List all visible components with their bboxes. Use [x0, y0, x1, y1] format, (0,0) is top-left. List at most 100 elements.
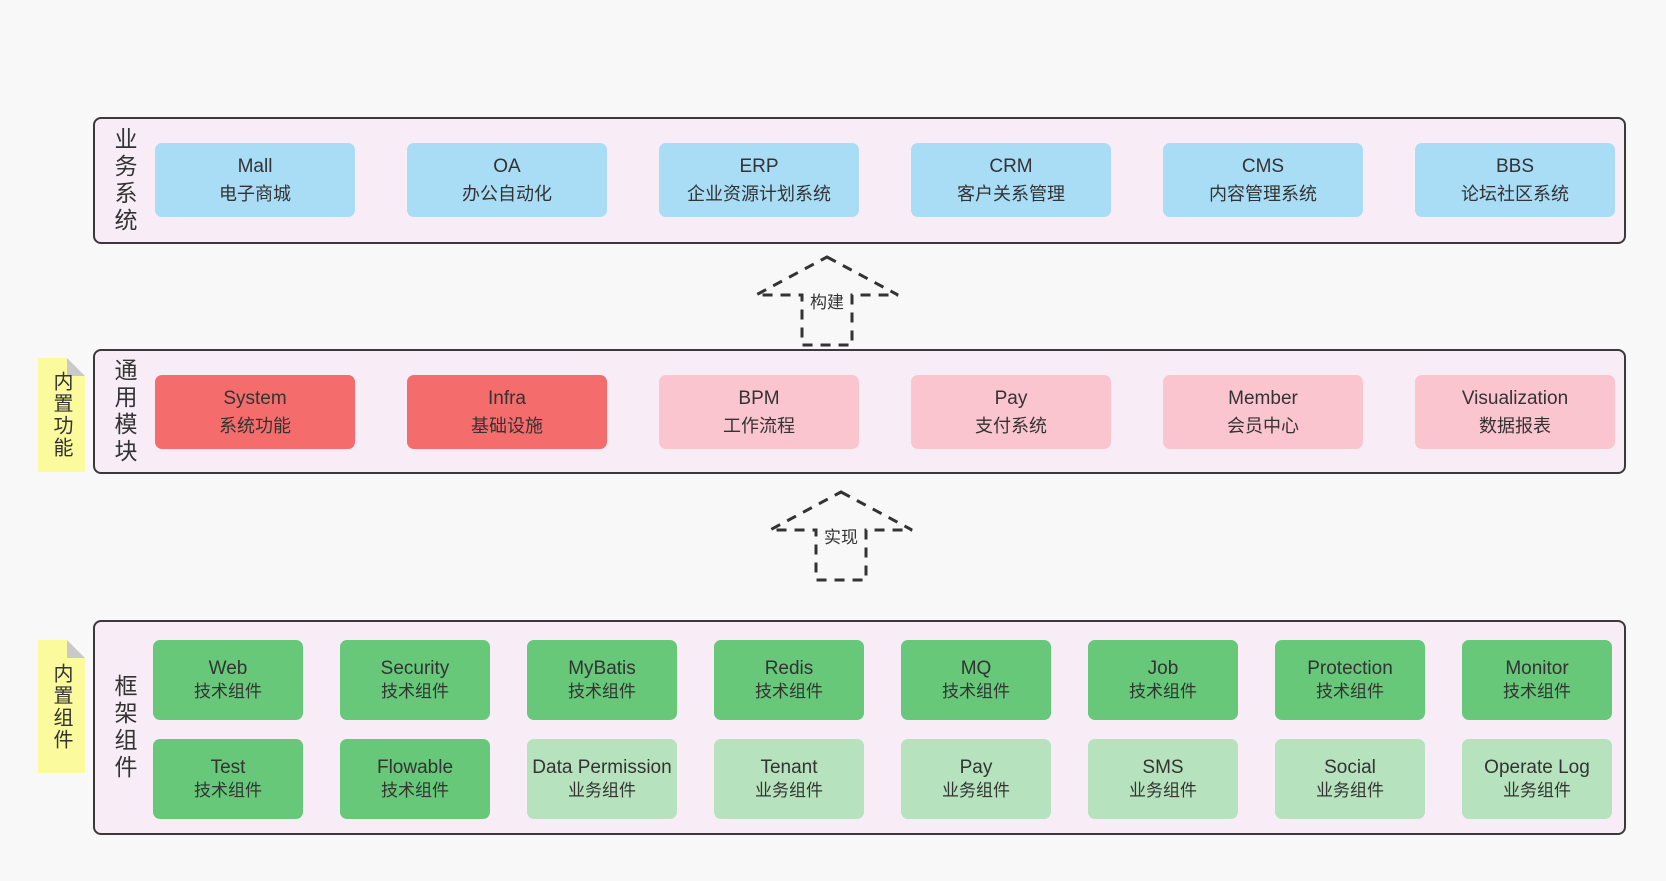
box-sms: SMS 业务组件 — [1088, 739, 1238, 819]
box-name: CMS — [1241, 156, 1285, 178]
box-name: CRM — [989, 156, 1033, 178]
panel-business-systems: 业务系统 Mall 电子商城 OA 办公自动化 ERP 企业资源计划系统 CRM… — [93, 117, 1626, 244]
box-desc: 业务组件 — [1316, 781, 1384, 801]
arrow-implement-label: 实现 — [819, 522, 863, 549]
box-bbs: BBS 论坛社区系统 — [1415, 143, 1615, 217]
box-pay-component: Pay 业务组件 — [901, 739, 1051, 819]
box-name: Pay — [959, 756, 993, 778]
box-oa: OA 办公自动化 — [407, 143, 607, 217]
panel-common-modules: 通用模块 System 系统功能 Infra 基础设施 BPM 工作流程 Pay… — [93, 349, 1626, 474]
box-name: BBS — [1495, 156, 1535, 178]
box-name: MQ — [960, 657, 992, 679]
box-desc: 技术组件 — [194, 682, 262, 702]
box-system: System 系统功能 — [155, 375, 355, 449]
box-protection: Protection 技术组件 — [1275, 640, 1425, 720]
box-desc: 业务组件 — [942, 781, 1010, 801]
box-redis: Redis 技术组件 — [714, 640, 864, 720]
dashed-up-arrow-icon — [755, 255, 899, 347]
box-flowable: Flowable 技术组件 — [340, 739, 490, 819]
panel-business-label: 业务系统 — [111, 126, 137, 235]
box-desc: 业务组件 — [1503, 781, 1571, 801]
box-desc: 技术组件 — [1503, 682, 1571, 702]
box-operate-log: Operate Log 业务组件 — [1462, 739, 1612, 819]
box-name: MyBatis — [568, 657, 636, 679]
box-pay-module: Pay 支付系统 — [911, 375, 1111, 449]
box-desc: 技术组件 — [1129, 682, 1197, 702]
box-name: Tenant — [760, 756, 818, 778]
box-name: Web — [208, 657, 248, 679]
box-name: SMS — [1142, 756, 1184, 778]
box-name: Test — [210, 756, 246, 778]
box-social: Social 业务组件 — [1275, 739, 1425, 819]
box-name: System — [223, 388, 287, 410]
box-cms: CMS 内容管理系统 — [1163, 143, 1363, 217]
box-name: Infra — [487, 388, 527, 410]
arrow-build: 构建 — [754, 255, 900, 347]
box-infra: Infra 基础设施 — [407, 375, 607, 449]
box-name: Protection — [1307, 657, 1393, 679]
box-tenant: Tenant 业务组件 — [714, 739, 864, 819]
box-desc: 业务组件 — [1129, 781, 1197, 801]
box-desc: 客户关系管理 — [957, 183, 1065, 204]
box-desc: 内容管理系统 — [1209, 183, 1317, 204]
box-desc: 技术组件 — [942, 682, 1010, 702]
box-mall: Mall 电子商城 — [155, 143, 355, 217]
box-desc: 业务组件 — [568, 781, 636, 801]
panel-components-label: 框架组件 — [111, 673, 137, 782]
arrow-implement: 实现 — [768, 490, 914, 582]
box-name: BPM — [738, 388, 780, 410]
sticky-label: 内置功能 — [50, 371, 72, 459]
box-name: Operate Log — [1484, 756, 1590, 778]
box-bpm: BPM 工作流程 — [659, 375, 859, 449]
box-name: Mall — [237, 156, 273, 178]
box-monitor: Monitor 技术组件 — [1462, 640, 1612, 720]
box-desc: 数据报表 — [1479, 415, 1551, 436]
panel-modules-label: 通用模块 — [111, 357, 137, 466]
box-web: Web 技术组件 — [153, 640, 303, 720]
panel-framework-components: 框架组件 Web 技术组件 Security 技术组件 MyBatis 技术组件… — [93, 620, 1626, 835]
box-desc: 基础设施 — [471, 415, 543, 436]
box-name: Data Permission — [532, 756, 672, 778]
box-desc: 系统功能 — [219, 415, 291, 436]
box-member: Member 会员中心 — [1163, 375, 1363, 449]
box-name: Member — [1228, 388, 1298, 410]
box-desc: 业务组件 — [755, 781, 823, 801]
box-name: Job — [1147, 657, 1179, 679]
box-mq: MQ 技术组件 — [901, 640, 1051, 720]
sticky-note-builtin-components: 内置组件 — [38, 640, 85, 773]
box-desc: 技术组件 — [1316, 682, 1384, 702]
sticky-note-builtin-features: 内置功能 — [38, 358, 85, 472]
box-name: Monitor — [1505, 657, 1569, 679]
box-name: OA — [493, 156, 521, 178]
box-name: Visualization — [1461, 388, 1569, 410]
box-desc: 论坛社区系统 — [1461, 183, 1569, 204]
sticky-label: 内置组件 — [50, 662, 72, 751]
box-mybatis: MyBatis 技术组件 — [527, 640, 677, 720]
box-test: Test 技术组件 — [153, 739, 303, 819]
box-erp: ERP 企业资源计划系统 — [659, 143, 859, 217]
dashed-up-arrow-icon — [769, 490, 913, 582]
box-desc: 技术组件 — [381, 682, 449, 702]
box-name: Redis — [764, 657, 814, 679]
box-desc: 会员中心 — [1227, 415, 1299, 436]
box-desc: 技术组件 — [755, 682, 823, 702]
box-name: Flowable — [376, 756, 454, 778]
box-visualization: Visualization 数据报表 — [1415, 375, 1615, 449]
box-desc: 技术组件 — [381, 781, 449, 801]
box-security: Security 技术组件 — [340, 640, 490, 720]
arrow-build-label: 构建 — [805, 287, 849, 314]
box-name: Pay — [994, 388, 1028, 410]
box-job: Job 技术组件 — [1088, 640, 1238, 720]
box-desc: 办公自动化 — [462, 183, 552, 204]
box-crm: CRM 客户关系管理 — [911, 143, 1111, 217]
box-desc: 工作流程 — [723, 415, 795, 436]
box-desc: 支付系统 — [975, 415, 1047, 436]
box-desc: 技术组件 — [568, 682, 636, 702]
folded-corner-icon — [67, 640, 85, 658]
box-desc: 技术组件 — [194, 781, 262, 801]
box-data-permission: Data Permission 业务组件 — [527, 739, 677, 819]
box-name: Social — [1324, 756, 1376, 778]
folded-corner-icon — [67, 358, 85, 376]
box-desc: 电子商城 — [219, 183, 291, 204]
